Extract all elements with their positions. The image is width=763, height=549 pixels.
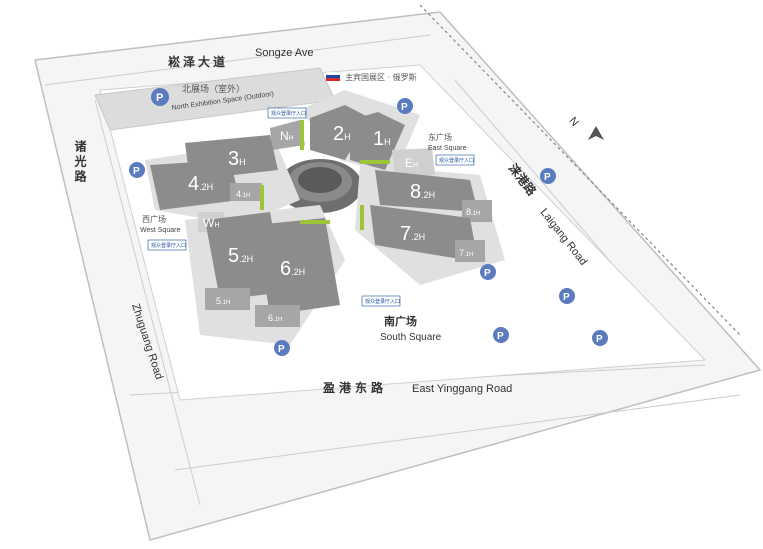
svg-text:N: N <box>566 115 580 129</box>
hall-4-1[interactable] <box>230 183 262 201</box>
hall-label-6-2: 6.2H <box>280 258 305 280</box>
parking-icon-north-exhibition-label: P <box>156 92 163 104</box>
svg-text:P: P <box>596 334 603 345</box>
svg-text:P: P <box>563 292 570 303</box>
parking-icon: P <box>129 162 145 178</box>
hall-label-n: NH <box>280 129 294 143</box>
hall-6-1[interactable] <box>255 305 300 327</box>
green-strip-2 <box>360 160 390 164</box>
svg-text:P: P <box>401 102 408 113</box>
south-square-en: South Square <box>380 332 442 343</box>
hall-1[interactable] <box>350 112 405 170</box>
hall-7-1[interactable] <box>455 240 485 262</box>
hall-label-3: 3H <box>228 148 246 170</box>
road-south-cn: 盈港东路 <box>322 380 387 395</box>
svg-text:P: P <box>133 166 140 177</box>
green-strip-4 <box>260 185 264 210</box>
svg-text:P: P <box>484 268 491 279</box>
hall-n[interactable] <box>270 120 305 150</box>
road-west-cn: 诸光路 <box>73 139 87 185</box>
east-square-en: East Square <box>428 145 467 152</box>
hall-label-4-1: 4.1H <box>236 189 250 199</box>
hall-label-4-2: 4.2H <box>188 173 213 195</box>
hall-label-6-1: 6.1H <box>268 313 282 323</box>
hall-5-1[interactable] <box>205 288 250 310</box>
parking-icon: P <box>493 327 509 343</box>
green-strip-1 <box>300 120 304 150</box>
guest-country-label: 主宾国展区 · 俄罗斯 <box>345 72 417 82</box>
russia-flag-blue <box>326 75 340 78</box>
hall-label-w: WH <box>203 216 219 230</box>
hall-label-7-2: 7.2H <box>400 223 425 245</box>
hall-4-2[interactable] <box>150 160 240 210</box>
west-square-cn: 西广场 <box>142 214 166 224</box>
hall-8-2[interactable] <box>375 170 478 212</box>
russia-flag-white <box>325 71 341 76</box>
boundary-dashed <box>419 4 741 336</box>
hall-label-8-1: 8.1H <box>466 207 480 217</box>
road-north-cn: 崧泽大道 <box>168 54 228 69</box>
entrance-south[interactable]: 观众登录厅入口 <box>361 295 401 307</box>
green-strip-3 <box>360 205 364 230</box>
road-edge-north <box>44 34 431 86</box>
green-strip-5 <box>300 220 330 224</box>
north-exhibition-cn: 北展场（室外） <box>182 83 245 95</box>
hall-label-e: EH <box>405 156 418 170</box>
svg-text:观众登录厅入口: 观众登录厅入口 <box>439 157 474 164</box>
road-south-en: East Yinggang Road <box>412 383 512 395</box>
parking-icon: P <box>480 264 496 280</box>
entrance-west[interactable]: 观众登录厅入口 <box>147 239 187 251</box>
hall-label-5-2: 5.2H <box>228 245 253 267</box>
parking-icon: P <box>397 98 413 114</box>
svg-text:观众登录厅入口: 观众登录厅入口 <box>271 110 306 117</box>
west-square-en: West Square <box>140 227 180 234</box>
svg-text:P: P <box>278 344 285 355</box>
parking-icon: P <box>540 168 556 184</box>
road-edge-west <box>94 99 201 506</box>
south-square-cn: 南广场 <box>384 314 417 328</box>
central-hub-inner <box>298 167 342 193</box>
compass-icon: N <box>566 115 604 140</box>
parking-icon: P <box>274 340 290 356</box>
hall-6-2[interactable] <box>255 218 340 315</box>
hall-label-1: 1H <box>373 128 391 150</box>
hall-label-2: 2H <box>333 123 351 145</box>
svg-text:P: P <box>544 172 551 183</box>
svg-text:观众登录厅入口: 观众登录厅入口 <box>151 242 186 249</box>
road-edge-south-2 <box>174 394 741 471</box>
hall-8-1[interactable] <box>462 200 492 222</box>
hall-label-5-1: 5.1H <box>216 296 230 306</box>
svg-text:观众登录厅入口: 观众登录厅入口 <box>365 298 400 305</box>
entrance-east[interactable]: 观众登录厅入口 <box>435 154 475 166</box>
east-square-cn: 东广场 <box>428 132 452 142</box>
parking-icon: P <box>592 330 608 346</box>
parking-icon: P <box>559 288 575 304</box>
hall-label-8-2: 8.2H <box>410 181 435 203</box>
hall-label-7-1: 7.1H <box>459 248 473 258</box>
russia-flag-red <box>326 78 340 81</box>
entrance-north[interactable]: 观众登录厅入口 <box>267 107 307 119</box>
road-north-en: Songze Ave <box>255 47 314 59</box>
svg-text:P: P <box>497 331 504 342</box>
parking-icon-north-exhibition <box>151 88 169 106</box>
hall-e[interactable] <box>392 148 435 178</box>
hall-7-2[interactable] <box>370 205 478 262</box>
